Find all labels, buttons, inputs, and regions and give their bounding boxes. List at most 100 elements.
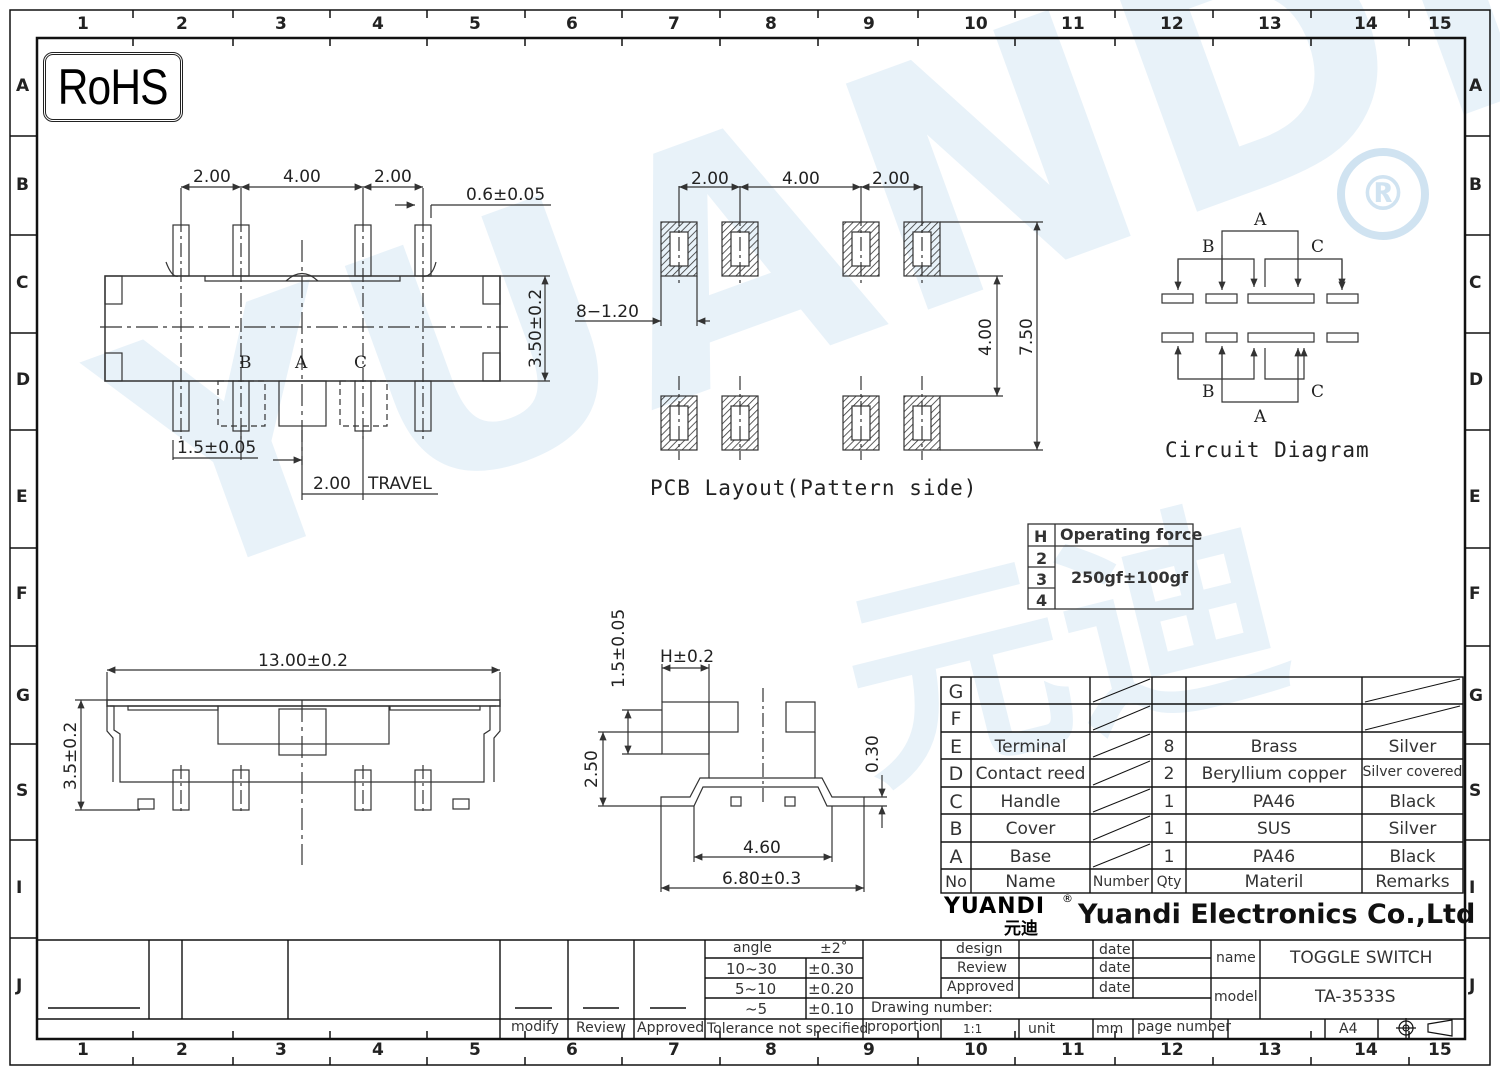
bom-row-A-no: A (949, 846, 963, 868)
pcb-pads (660, 221, 941, 451)
projection-symbol (1396, 1018, 1453, 1038)
side-view (75, 666, 501, 865)
bom-row-B-material: SUS (1256, 819, 1292, 839)
tb-review: Review (576, 1020, 626, 1036)
tol-range-2: 5~10 (735, 980, 777, 998)
grid-col-bottom-4: 4 (372, 1040, 384, 1060)
grid-col-bottom-11: 11 (1061, 1040, 1085, 1060)
bom-row-F-no: F (950, 708, 962, 730)
tb-model-label: model (1214, 989, 1258, 1005)
top-dim-pin-width: 0.6±0.05 (466, 185, 546, 205)
bom-header-name: Name (1005, 872, 1056, 892)
end-dim-inner: 4.60 (743, 838, 781, 858)
grid-col-bottom-3: 3 (275, 1040, 287, 1060)
tb-date-2: date (1099, 960, 1131, 976)
grid-row-right-C: C (1469, 273, 1482, 293)
tb-page-number: page number (1137, 1019, 1232, 1035)
tb-unit-value: mm (1096, 1021, 1124, 1037)
circuit-label-b-top: B (1202, 237, 1215, 257)
rohs-badge: RoHS (43, 52, 183, 122)
circuit-label-c-top: C (1311, 237, 1325, 257)
tol-value-2: ±0.20 (808, 980, 854, 998)
force-table-header: Operating force (1060, 525, 1203, 544)
pcb-dim-outer: 7.50 (1017, 318, 1037, 356)
bom-row-D-material: Beryllium copper (1201, 764, 1347, 784)
bom-row-A-remarks: Black (1389, 847, 1436, 867)
bom-row-D-qty: 2 (1163, 764, 1175, 784)
bom-row-G-no: G (948, 681, 964, 703)
bom-header-number: Number (1092, 874, 1150, 890)
grid-row-right-D: D (1469, 370, 1484, 390)
end-dim-h: H±0.2 (660, 647, 715, 667)
grid-row-left-D: D (16, 370, 31, 390)
bom-row-E-material: Brass (1250, 737, 1298, 757)
grid-col-bottom-9: 9 (863, 1040, 875, 1060)
grid-col-bottom-2: 2 (176, 1040, 188, 1060)
pcb-layout (575, 183, 1043, 460)
grid-col-top-8: 8 (765, 14, 777, 34)
tb-review2: Review (957, 960, 1007, 976)
bom-row-C-name: Handle (1000, 792, 1061, 812)
top-dim-pitch-a: 2.00 (193, 167, 231, 187)
tb-name-value: TOGGLE SWITCH (1290, 948, 1433, 968)
bom-row-C-material: PA46 (1252, 792, 1296, 812)
grid-col-top-14: 14 (1354, 14, 1378, 34)
top-pins-upper (165, 224, 437, 277)
grid-col-bottom-7: 7 (668, 1040, 680, 1060)
top-dim-travel: 2.00 (313, 474, 351, 494)
tol-angle-value: ±2˚ (820, 941, 848, 957)
bom-row-D-name: Contact reed (975, 764, 1086, 784)
circuit-caption: Circuit Diagram (1165, 438, 1370, 462)
grid-row-right-S: S (1469, 781, 1482, 801)
grid-col-top-11: 11 (1061, 14, 1085, 34)
bom-row-E-qty: 8 (1163, 737, 1175, 757)
circuit-diagram (1161, 230, 1359, 403)
grid-row-right-J: J (1469, 976, 1476, 996)
bom-row-E-remarks: Silver (1388, 737, 1437, 757)
bom-row-A-name: Base (1009, 847, 1052, 867)
tb-scale: 1:1 (963, 1022, 983, 1036)
bom-row-C-remarks: Black (1389, 792, 1436, 812)
top-view (100, 183, 551, 500)
grid-col-bottom-13: 13 (1258, 1040, 1282, 1060)
force-row-2: 2 (1036, 549, 1048, 568)
tb-design: design (956, 941, 1003, 957)
bom-row-D-no: D (948, 763, 964, 785)
pcb-dim-pitch-a: 2.00 (691, 169, 729, 189)
grid-col-top-7: 7 (668, 14, 680, 34)
grid-col-top-12: 12 (1160, 14, 1184, 34)
grid-col-top-10: 10 (964, 14, 988, 34)
tb-date-3: date (1099, 980, 1131, 996)
grid-col-top-3: 3 (275, 14, 287, 34)
pcb-caption: PCB Layout(Pattern side) (650, 476, 978, 500)
grid-col-top-1: 1 (77, 14, 89, 34)
tb-unit-label: unit (1028, 1021, 1056, 1037)
circuit-label-c-bottom: C (1311, 382, 1325, 402)
bom-header-qty: Qty (1156, 874, 1182, 890)
grid-col-bottom-5: 5 (469, 1040, 481, 1060)
top-dim-pitch-mid: 4.00 (283, 167, 321, 187)
bom-row-B-qty: 1 (1163, 819, 1175, 839)
end-dim-stem: 1.5±0.05 (609, 608, 629, 688)
grid-col-bottom-15: 15 (1428, 1040, 1452, 1060)
title-block-frame (37, 939, 1465, 1039)
grid-col-top-13: 13 (1258, 14, 1282, 34)
tol-range-1: 10~30 (726, 960, 777, 978)
terminal-b-label: B (239, 353, 252, 373)
grid-ticks (10, 10, 1490, 1065)
grid-row-left-I: I (16, 878, 23, 898)
pcb-dim-pitch-b: 2.00 (872, 169, 910, 189)
force-row-4: 4 (1036, 591, 1048, 610)
pcb-dim-pad: 8−1.20 (576, 302, 639, 322)
company-name: Yuandi Electronics Co.,Ltd (1078, 899, 1476, 930)
bom-table-frame (940, 676, 1464, 894)
grid-col-bottom-6: 6 (566, 1040, 578, 1060)
force-table-frame (1027, 523, 1194, 610)
bom-row-C-no: C (949, 791, 963, 813)
pcb-dim-pitch-mid: 4.00 (782, 169, 820, 189)
top-dim-pitch-b: 2.00 (374, 167, 412, 187)
terminal-c-label: C (354, 353, 368, 373)
grid-col-bottom-14: 14 (1354, 1040, 1378, 1060)
